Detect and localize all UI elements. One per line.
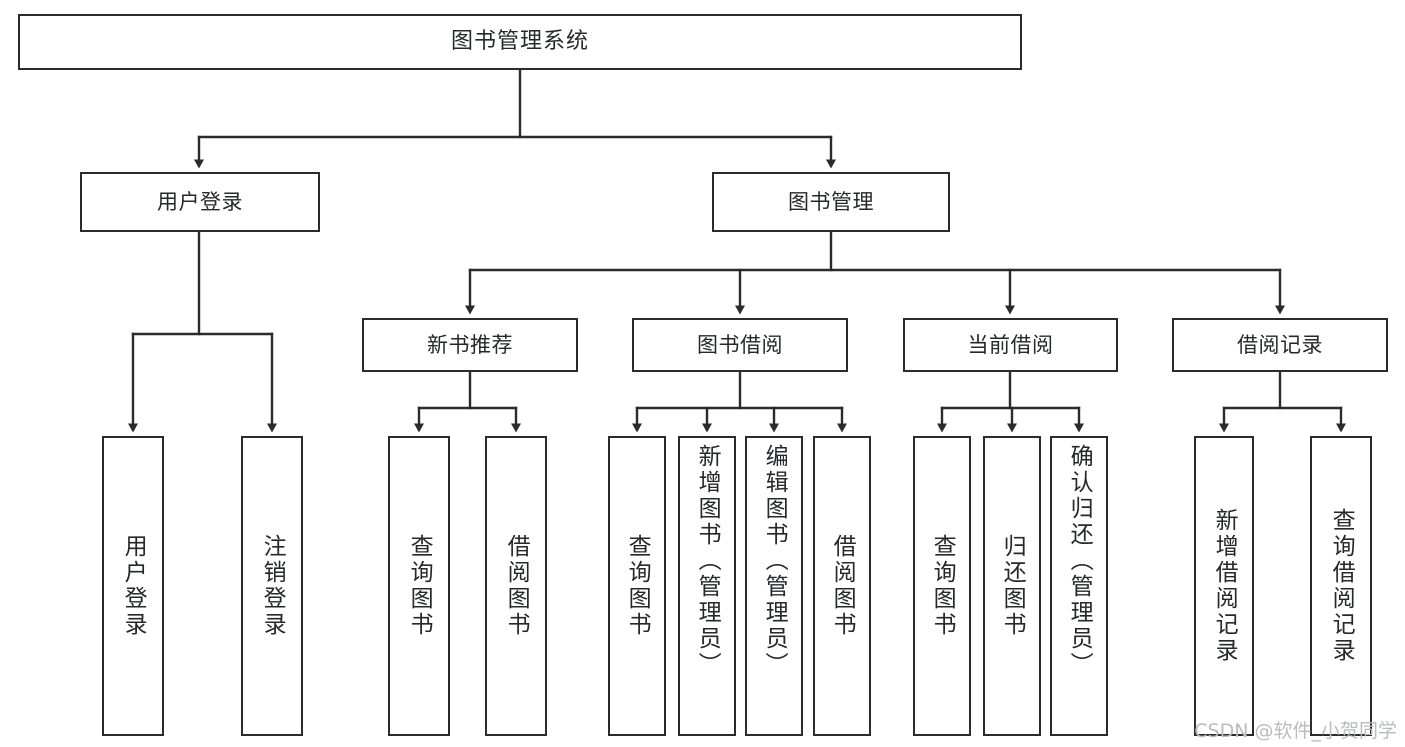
node-leaf-2-label: 注销登录 [259, 534, 286, 638]
node-leaf-12-label: 新增借阅记录 [1211, 508, 1238, 664]
node-leaf-9[interactable]: 查询图书 [913, 436, 971, 736]
node-level2-4-label: 借阅记录 [1237, 332, 1323, 357]
node-level1-2-label: 图书管理 [788, 189, 874, 214]
node-level1-2[interactable]: 图书管理 [712, 172, 950, 232]
node-level2-1-label: 新书推荐 [427, 332, 513, 357]
node-level2-2[interactable]: 图书借阅 [632, 318, 848, 372]
node-leaf-2[interactable]: 注销登录 [241, 436, 303, 736]
node-leaf-4-label: 借阅图书 [503, 534, 530, 638]
node-leaf-5-label: 查询图书 [624, 534, 651, 638]
node-leaf-11-label: 确认归还（管理员） [1066, 444, 1093, 678]
node-leaf-11[interactable]: 确认归还（管理员） [1050, 436, 1108, 736]
node-leaf-4[interactable]: 借阅图书 [485, 436, 547, 736]
node-leaf-13[interactable]: 查询借阅记录 [1310, 436, 1372, 736]
node-leaf-12[interactable]: 新增借阅记录 [1194, 436, 1254, 736]
node-level2-2-label: 图书借阅 [697, 332, 783, 357]
node-leaf-10[interactable]: 归还图书 [983, 436, 1041, 736]
node-leaf-6[interactable]: 新增图书（管理员） [678, 436, 736, 736]
node-level2-1[interactable]: 新书推荐 [362, 318, 578, 372]
node-leaf-1-label: 用户登录 [120, 534, 147, 638]
node-level2-3-label: 当前借阅 [967, 332, 1054, 357]
node-leaf-1[interactable]: 用户登录 [102, 436, 164, 736]
node-root[interactable]: 图书管理系统 [18, 14, 1022, 70]
node-level1-1[interactable]: 用户登录 [80, 172, 320, 232]
node-level2-3[interactable]: 当前借阅 [903, 318, 1118, 372]
node-leaf-10-label: 归还图书 [999, 534, 1026, 638]
node-level1-1-label: 用户登录 [157, 189, 243, 214]
node-leaf-5[interactable]: 查询图书 [608, 436, 666, 736]
node-leaf-9-label: 查询图书 [929, 534, 956, 638]
node-leaf-8[interactable]: 借阅图书 [813, 436, 871, 736]
node-leaf-8-label: 借阅图书 [829, 534, 856, 638]
node-level2-4[interactable]: 借阅记录 [1172, 318, 1388, 372]
node-leaf-13-label: 查询借阅记录 [1328, 508, 1355, 664]
node-leaf-3[interactable]: 查询图书 [388, 436, 450, 736]
node-leaf-7[interactable]: 编辑图书（管理员） [745, 436, 803, 736]
watermark: CSDN @软件_小贺同学 [1194, 720, 1397, 742]
node-leaf-7-label: 编辑图书（管理员） [761, 444, 788, 678]
node-leaf-3-label: 查询图书 [406, 534, 433, 638]
node-root-label: 图书管理系统 [450, 29, 589, 55]
node-leaf-6-label: 新增图书（管理员） [694, 444, 721, 678]
